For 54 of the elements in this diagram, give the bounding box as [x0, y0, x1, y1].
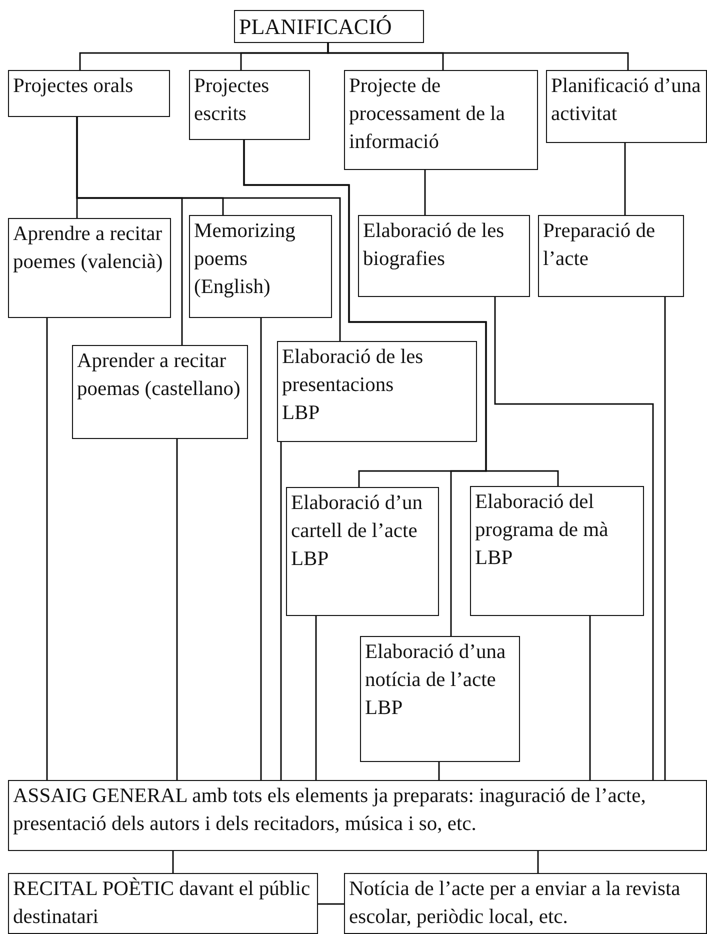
process-box	[344, 873, 707, 934]
connector-line	[664, 297, 666, 780]
process-box	[189, 215, 332, 318]
node-text: LBP	[282, 401, 321, 426]
node-text: PLANIFICACIÓ	[239, 13, 393, 41]
node-text: Planificació d’una activitat	[551, 74, 702, 127]
connector-line	[76, 117, 341, 341]
connector-line	[537, 851, 539, 873]
node-text: LBP	[475, 546, 514, 571]
process-box	[538, 215, 684, 297]
node-text: LBP	[291, 547, 330, 572]
process-box	[189, 70, 310, 140]
process-box	[277, 341, 477, 442]
node-text: Elaboració d’un cartell de l’acte	[291, 491, 424, 544]
node-text: Projectes orals	[13, 74, 134, 99]
connector-line	[280, 442, 282, 780]
connector-line	[260, 318, 262, 780]
connector-line	[589, 616, 591, 780]
process-box	[234, 10, 424, 43]
node-text: Projecte de processament de la informació	[349, 74, 506, 155]
connector-line	[243, 140, 559, 486]
node-text: Aprender a recitar poemas (castellano)	[77, 349, 242, 402]
connector-line	[438, 762, 440, 780]
node-text: Aprendre a recitar poemes (valencià)	[13, 222, 164, 275]
node-text: Elaboració de les biografies	[363, 219, 506, 272]
connector-line	[315, 616, 317, 780]
node-text: RECITAL POÈTIC davant el públic destinatari	[13, 876, 312, 930]
node-text: Elaboració del programa de mà	[475, 490, 610, 543]
process-box	[470, 486, 644, 616]
node-text: Notícia de l’acte per a enviar a la revista escolar, periòdic local, etc.	[349, 877, 682, 930]
connector-line	[494, 297, 654, 780]
connector-line	[318, 903, 344, 905]
process-box	[72, 345, 248, 439]
process-box	[286, 487, 439, 616]
process-box	[358, 215, 530, 297]
node-text: LBP	[365, 696, 404, 721]
node-text: Elaboració de les presentacions	[282, 345, 424, 398]
process-box	[360, 636, 520, 762]
connector-line	[327, 43, 629, 70]
node-text: Projectes escrits	[194, 74, 270, 127]
connector-line	[624, 143, 626, 215]
process-box	[344, 70, 538, 170]
connector-line	[176, 439, 178, 780]
process-box	[546, 70, 707, 143]
connector-line	[424, 170, 426, 215]
node-text: Memorizing poems (English)	[194, 219, 296, 300]
process-box	[8, 780, 707, 851]
node-text: Elaboració d’una notícia de l’acte	[365, 640, 507, 693]
process-box	[8, 70, 170, 117]
node-text: Preparació de l’acte	[543, 219, 656, 272]
process-box	[8, 218, 171, 318]
connector-line	[46, 318, 48, 780]
node-text: ASSAIG GENERAL amb tots els elements ja preparats: inaguració de l’acte, presentació dels autors i dels recitadors, música i so, etc.	[13, 784, 647, 837]
connector-line	[172, 851, 174, 873]
